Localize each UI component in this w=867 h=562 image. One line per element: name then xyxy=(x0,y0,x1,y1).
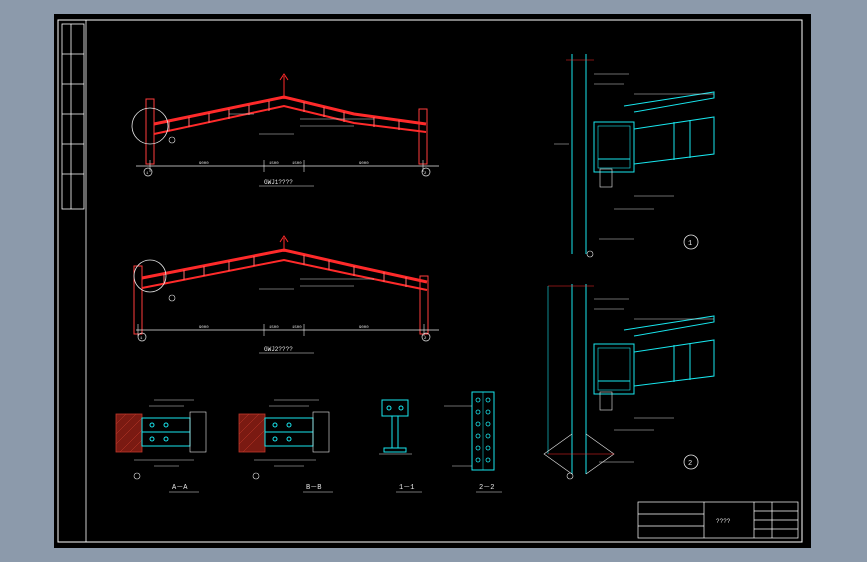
left-title-strip xyxy=(61,23,85,210)
detail-number-1: 1 xyxy=(688,240,692,248)
dim-bottom-4: 9000 xyxy=(359,326,369,330)
section-b-b: B－B xyxy=(238,399,333,493)
frame-gwj2: 9000 1500 1500 9000 1 2 GWJ2???? xyxy=(133,235,439,354)
section-label-1: 1－1 xyxy=(399,484,414,492)
section-label-2: 2－2 xyxy=(479,484,494,492)
section-a-a: A－A xyxy=(115,399,207,493)
axis-bottom-right: 2 xyxy=(424,337,427,341)
dim-top-1: 9000 xyxy=(199,162,209,166)
dim-bottom-3: 1500 xyxy=(292,326,302,330)
drawing-sheet: 9000 1500 1500 9000 1 2 GWJ1???? xyxy=(54,14,811,548)
titleblock-name: ???? xyxy=(716,518,731,525)
dim-bottom-1: 9000 xyxy=(199,326,209,330)
axis-top-right: 2 xyxy=(424,172,427,176)
axis-top-left: 1 xyxy=(146,172,149,176)
section-2-2: 2－2 xyxy=(444,391,502,493)
axis-bottom-left: 1 xyxy=(140,337,143,341)
detail-1: 1 xyxy=(554,54,715,258)
detail-2: 2 xyxy=(543,284,715,480)
frame-title-top: GWJ1???? xyxy=(264,179,293,186)
detail-number-2: 2 xyxy=(688,460,692,468)
dim-bottom-2: 1500 xyxy=(269,326,279,330)
cad-drawing: 9000 1500 1500 9000 1 2 GWJ1???? xyxy=(57,19,803,543)
dim-top-2: 1500 xyxy=(269,162,279,166)
dim-top-3: 1500 xyxy=(292,162,302,166)
section-1-1: 1－1 xyxy=(379,399,422,493)
frame-title-bottom: GWJ2???? xyxy=(264,346,293,353)
dim-top-4: 9000 xyxy=(359,162,369,166)
title-block xyxy=(637,501,799,539)
drawing-border xyxy=(57,19,803,543)
section-label-b: B－B xyxy=(306,484,321,492)
section-label-a: A－A xyxy=(172,484,188,492)
frame-gwj1: 9000 1500 1500 9000 1 2 GWJ1???? xyxy=(131,73,439,187)
